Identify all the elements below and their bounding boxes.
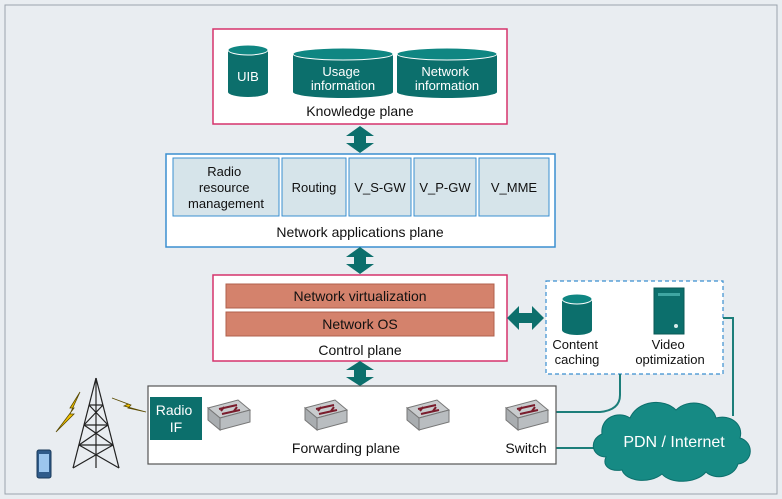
switch-icon [504, 399, 550, 432]
control-plane: Network virtualization Network OS Contro… [212, 274, 508, 362]
switch-icon [206, 399, 252, 432]
app-box-routing [281, 157, 347, 217]
network-virtualization-label: Network virtualization [293, 288, 426, 304]
app-box-v-p-gw [413, 157, 477, 217]
content-caching-label: Content caching [552, 337, 601, 367]
content-caching-database-icon [561, 293, 593, 335]
control-plane-label: Control plane [318, 342, 401, 358]
pdn-internet-label: PDN / Internet [623, 434, 725, 451]
double-arrow-icon [346, 361, 374, 386]
usage-information-label: Usage information [311, 64, 375, 93]
routing-label: Routing [292, 180, 337, 195]
app-box-v-mme [478, 157, 550, 217]
radio-if-box [150, 397, 202, 440]
network-information-database-icon: Network information [396, 47, 498, 98]
radio-if-label: Radio IF [156, 402, 196, 435]
forwarding-plane: Radio IF Forwarding plane [147, 385, 557, 465]
network-virtualization-bar [225, 283, 495, 309]
switch-icon [405, 399, 451, 432]
forwarding-plane-label: Forwarding plane [292, 440, 400, 456]
uib-label: UIB [237, 69, 259, 84]
knowledge-plane-label: Knowledge plane [306, 103, 414, 119]
usage-information-database-icon: Usage information [292, 47, 394, 98]
uib-database-icon: UIB [227, 44, 269, 97]
network-applications-plane-label: Network applications plane [276, 224, 444, 240]
radio-resource-management-label: Radio resource management [188, 164, 264, 211]
v-p-gw-label: V_P-GW [419, 180, 471, 195]
knowledge-plane: UIB Usage information Network informatio… [212, 28, 508, 125]
switch-icon [303, 399, 349, 432]
video-optimization-label: Video optimization [635, 337, 704, 367]
smartphone-icon [36, 449, 52, 479]
network-information-label: Network information [415, 64, 479, 93]
services-box: Content caching Video optimization [545, 280, 724, 375]
app-box-v-s-gw [348, 157, 412, 217]
cell-tower-icon [72, 377, 120, 469]
double-arrow-icon [346, 247, 374, 274]
v-s-gw-label: V_S-GW [354, 180, 406, 195]
double-arrow-icon [507, 306, 544, 330]
network-os-label: Network OS [322, 316, 397, 332]
server-icon [653, 287, 685, 335]
network-applications-plane: Radio resource management Routing V_S-GW… [165, 153, 556, 248]
network-os-bar [225, 311, 495, 337]
lightning-icon [55, 391, 147, 433]
double-arrow-icon [346, 126, 374, 153]
app-box-radio-resource-management [172, 157, 280, 217]
v-mme-label: V_MME [491, 180, 538, 195]
switch-label: Switch [505, 440, 546, 456]
cloud-icon: PDN / Internet [592, 402, 751, 482]
